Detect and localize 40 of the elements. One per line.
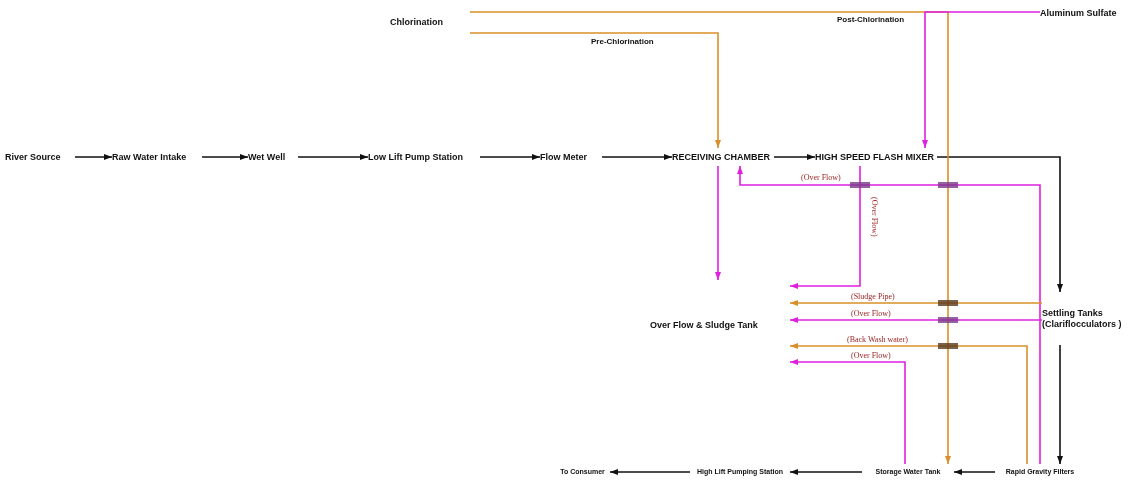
flow-arrow [1057,344,1063,465]
flow-arrow [609,469,691,475]
flow-arrow [297,154,369,160]
node-label: Raw Water Intake [112,151,187,163]
flow-arrow [74,154,113,160]
pipe-arrow [737,165,1041,465]
edge-label: (Over Flow) [850,352,892,360]
edge-label: (Over Flow) [870,196,878,238]
pipe-arrow [469,32,721,149]
edge-label: (Sludge Pipe) [850,293,896,301]
edge-label: (Back Wash water) [846,336,909,344]
flow-arrow [601,154,673,160]
edge-label: Post-Chlorination [836,16,906,24]
flow-arrow [936,156,1063,293]
edge-label: (Over Flow) [800,174,842,182]
flow-arrow [953,469,996,475]
pipe-arrow [789,317,1043,323]
node-label: Settling Tanks (Clariflocculators ) [1042,308,1123,329]
pipe-arrow [469,11,951,465]
node-label: Chlorination [390,16,443,28]
node-label: Wet Well [248,151,286,163]
flow-arrow [773,154,816,160]
node-label: Over Flow & Sludge Tank [650,319,758,331]
pipe-arrow [789,343,1028,465]
flow-arrow [789,469,863,475]
flow-arrow [201,154,249,160]
node-label: HIGH SPEED FLASH MIXER [815,151,934,163]
node-label: RECEIVING CHAMBER [672,151,770,163]
node-label: Flow Meter [540,151,587,163]
pipe-arrow [789,359,906,465]
pipe-arrow [922,11,1041,149]
pipe-arrow [789,165,861,289]
node-label: Low Lift Pump Station [368,151,463,163]
node-label: River Source [5,151,61,163]
edge-label: Pre-Chlorination [590,38,655,46]
pipe-arrow [715,165,721,281]
node-label: Aluminum Sulfate [1040,7,1117,19]
pipe-arrow [789,300,1043,306]
flow-arrow [479,154,541,160]
edge-label: (Over Flow) [850,310,892,318]
